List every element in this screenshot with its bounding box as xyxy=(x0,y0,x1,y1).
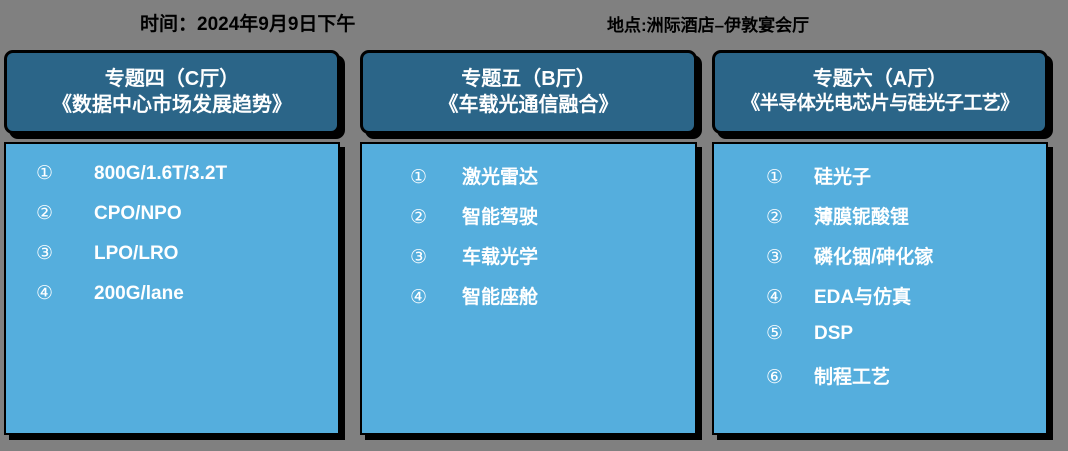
session-panel-2-title: 专题五（B厅） xyxy=(461,67,596,90)
session-panel-2: 专题五（B厅） 《车载光通信融合》 ① 激光雷达 ② 智能驾驶 ③ 车载光学 ④ xyxy=(360,50,697,435)
event-time-label: 时间：2024年9月9日下午 xyxy=(140,14,356,35)
list-item: ④ EDA与仿真 xyxy=(714,282,1046,322)
list-item-number: ③ xyxy=(766,246,784,268)
list-item: ③ 车载光学 xyxy=(362,242,695,282)
list-item: ② 智能驾驶 xyxy=(362,202,695,242)
list-item-label: 800G/1.6T/3.2T xyxy=(94,163,228,184)
list-item-number: ④ xyxy=(410,286,428,308)
session-panel-3-title: 专题六（A厅） xyxy=(812,68,948,91)
session-panel-1-body: ① 800G/1.6T/3.2T ② CPO/NPO ③ LPO/LRO ④ 2… xyxy=(4,142,340,435)
list-item-label: 薄膜铌酸锂 xyxy=(814,207,910,228)
list-item-label: CPO/NPO xyxy=(94,203,182,224)
session-panel-1-subtitle: 《数据中心市场发展趋势》 xyxy=(52,93,292,116)
session-panel-2-subtitle: 《车载光通信融合》 xyxy=(438,93,619,116)
list-item-number: ④ xyxy=(36,282,54,304)
session-panel-1: 专题四（C厅） 《数据中心市场发展趋势》 ① 800G/1.6T/3.2T ② … xyxy=(4,50,340,435)
list-item-label: 激光雷达 xyxy=(462,167,539,188)
list-item-label: EDA与仿真 xyxy=(814,287,912,308)
list-item-number: ① xyxy=(36,162,54,184)
list-item: ② CPO/NPO xyxy=(6,202,338,242)
list-item-number: ③ xyxy=(36,242,54,264)
list-item-number: ④ xyxy=(766,286,784,308)
list-item-number: ③ xyxy=(410,246,428,268)
list-item-number: ② xyxy=(410,206,428,228)
session-panel-3-body: ① 硅光子 ② 薄膜铌酸锂 ③ 磷化铟/砷化镓 ④ EDA与仿真 ⑤ DSP xyxy=(712,142,1048,435)
list-item-label: 硅光子 xyxy=(814,167,872,188)
list-item-label: 200G/lane xyxy=(94,283,184,304)
session-panel-3-header: 专题六（A厅） 《半导体光电芯片与硅光子工艺》 xyxy=(712,50,1048,134)
list-item: ⑤ DSP xyxy=(714,322,1046,362)
event-place-label: 地点:洲际酒店–伊敦宴会厅 xyxy=(607,16,810,35)
list-item-number: ⑥ xyxy=(766,366,784,388)
list-item-number: ② xyxy=(766,206,784,228)
session-panel-3: 专题六（A厅） 《半导体光电芯片与硅光子工艺》 ① 硅光子 ② 薄膜铌酸锂 ③ … xyxy=(712,50,1048,435)
list-item-number: ⑤ xyxy=(766,322,784,344)
list-item: ② 薄膜铌酸锂 xyxy=(714,202,1046,242)
session-panels-container: 专题四（C厅） 《数据中心市场发展趋势》 ① 800G/1.6T/3.2T ② … xyxy=(0,44,1068,451)
list-item: ① 800G/1.6T/3.2T xyxy=(6,162,338,202)
list-item: ④ 200G/lane xyxy=(6,282,338,322)
session-panel-3-item-list: ① 硅光子 ② 薄膜铌酸锂 ③ 磷化铟/砷化镓 ④ EDA与仿真 ⑤ DSP xyxy=(714,162,1046,402)
session-panel-2-body: ① 激光雷达 ② 智能驾驶 ③ 车载光学 ④ 智能座舱 xyxy=(360,142,697,435)
list-item: ④ 智能座舱 xyxy=(362,282,695,322)
meta-header-row: 时间：2024年9月9日下午 地点:洲际酒店–伊敦宴会厅 xyxy=(0,0,1068,44)
list-item-label: LPO/LRO xyxy=(94,243,179,264)
list-item-number: ① xyxy=(766,166,784,188)
session-panel-1-item-list: ① 800G/1.6T/3.2T ② CPO/NPO ③ LPO/LRO ④ 2… xyxy=(6,162,338,322)
session-panel-2-item-list: ① 激光雷达 ② 智能驾驶 ③ 车载光学 ④ 智能座舱 xyxy=(362,162,695,322)
list-item-label: 智能驾驶 xyxy=(462,207,539,228)
list-item-number: ② xyxy=(36,202,54,224)
list-item-label: DSP xyxy=(814,323,854,344)
session-panel-1-title: 专题四（C厅） xyxy=(104,67,240,90)
list-item-number: ① xyxy=(410,166,428,188)
list-item: ① 激光雷达 xyxy=(362,162,695,202)
list-item: ① 硅光子 xyxy=(714,162,1046,202)
list-item-label: 制程工艺 xyxy=(814,367,891,388)
list-item-label: 车载光学 xyxy=(462,247,539,268)
session-panel-3-subtitle: 《半导体光电芯片与硅光子工艺》 xyxy=(741,93,1019,115)
list-item: ⑥ 制程工艺 xyxy=(714,362,1046,402)
session-panel-2-header: 专题五（B厅） 《车载光通信融合》 xyxy=(360,50,697,134)
list-item-label: 磷化铟/砷化镓 xyxy=(814,247,934,268)
list-item: ③ 磷化铟/砷化镓 xyxy=(714,242,1046,282)
session-panel-1-header: 专题四（C厅） 《数据中心市场发展趋势》 xyxy=(4,50,340,134)
list-item: ③ LPO/LRO xyxy=(6,242,338,282)
list-item-label: 智能座舱 xyxy=(462,287,539,308)
